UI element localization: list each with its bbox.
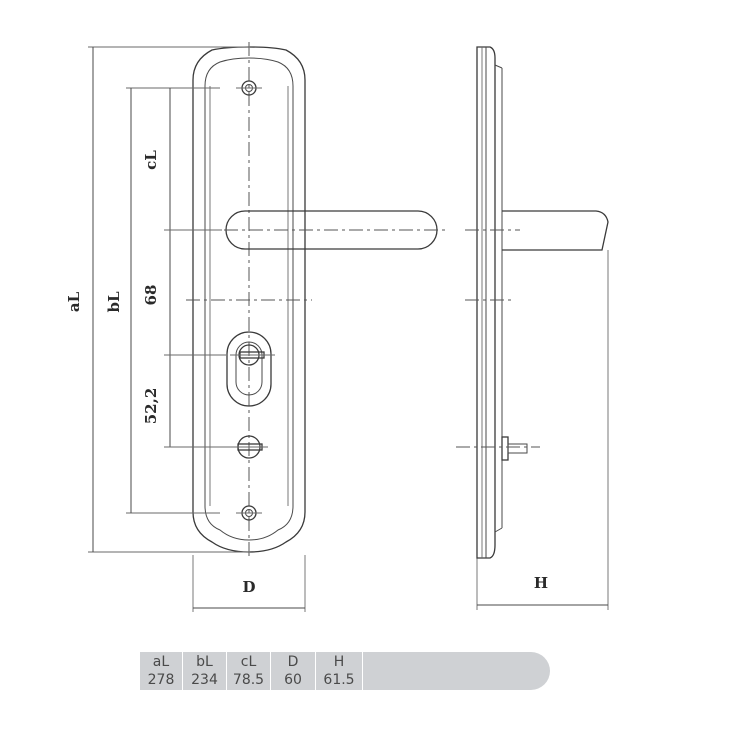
spec-col-bL: bL 234 (183, 652, 227, 690)
spec-table: aL 278 bL 234 cL 78.5 D 60 H 61.5 (140, 652, 550, 690)
side-spindle (456, 436, 540, 461)
top-screw-hole (236, 80, 262, 96)
dim-label-52-2: 52,2 (142, 388, 160, 425)
dim-label-cL: cL (142, 150, 160, 170)
spec-col-aL: aL 278 (140, 652, 183, 690)
side-handle (502, 210, 609, 251)
spec-header-aL: aL (152, 654, 170, 670)
spec-value-cL: 78.5 (232, 672, 265, 688)
spec-value-D: 60 (284, 672, 302, 688)
handle-lever (225, 210, 438, 250)
dim-label-68: 68 (142, 285, 160, 306)
spec-value-bL: 234 (191, 672, 218, 688)
dim-label-D: D (242, 578, 255, 596)
lower-turn-hole (232, 435, 268, 459)
dim-label-bL: bL (105, 291, 123, 312)
backplate-inner-outline (204, 57, 294, 541)
spec-header-D: D (287, 654, 299, 670)
bottom-screw-hole (236, 505, 262, 521)
spec-value-H: 61.5 (323, 672, 355, 688)
backplate-outline (192, 46, 306, 553)
spec-value-aL: 278 (147, 672, 175, 688)
spec-col-D: D 60 (271, 652, 316, 690)
front-view (186, 42, 448, 560)
spec-header-cL: cL (240, 654, 257, 670)
spec-col-H: H 61.5 (316, 652, 363, 690)
side-view (456, 46, 609, 559)
side-backplate (476, 46, 496, 559)
spec-header-bL: bL (196, 654, 213, 670)
dim-label-H: H (534, 574, 548, 592)
spec-header-H: H (333, 654, 345, 670)
cylinder-key-hole (226, 331, 275, 407)
dimension-lines (88, 46, 609, 612)
spec-col-cL: cL 78.5 (227, 652, 271, 690)
door-handle-technical-drawing: aL bL cL 68 52,2 D H (65, 42, 609, 612)
dim-label-aL: aL (65, 291, 83, 312)
